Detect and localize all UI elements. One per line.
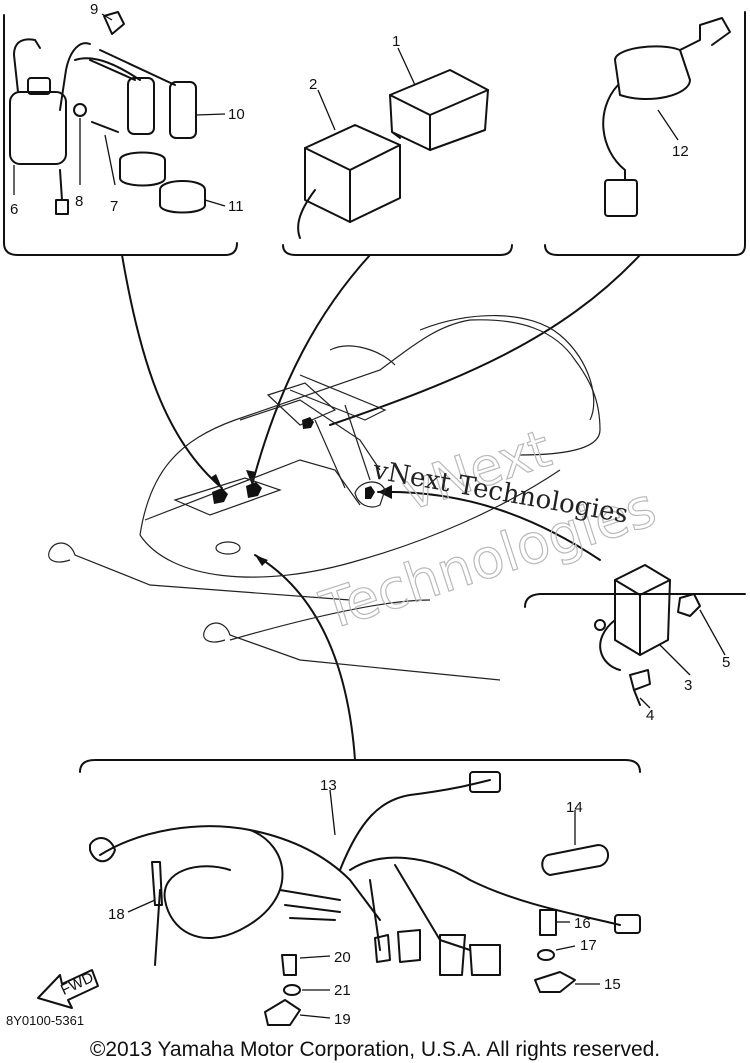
washer-17 [537, 949, 555, 961]
callout-labels: 1 2 3 4 5 6 7 8 9 10 11 12 13 14 15 16 1… [10, 1, 730, 1028]
callout-13: 13 [320, 777, 337, 794]
callout-10: 10 [228, 106, 245, 123]
callout-18: 18 [108, 906, 125, 923]
fwd-label: FWD [58, 969, 96, 999]
snowmobile-outline [48, 314, 601, 681]
cdi-unit [297, 47, 489, 239]
cdi-2 [304, 124, 401, 223]
small-parts [127, 810, 609, 1026]
rectifier-assembly [594, 564, 726, 709]
band-18 [151, 861, 163, 906]
plug-cap-10b [169, 81, 197, 139]
watermark: vNext Technologies vNext Technologies [312, 418, 664, 643]
callout-20: 20 [334, 949, 351, 966]
main-switch [602, 17, 731, 217]
callout-12: 12 [672, 143, 689, 160]
clamp-19 [264, 999, 301, 1026]
callout-15: 15 [604, 976, 621, 993]
drawing-code: 8Y0100-5361 [6, 1013, 85, 1028]
callout-14: 14 [566, 799, 583, 816]
callout-7: 7 [110, 198, 118, 215]
rectifier-3 [614, 564, 671, 656]
inset-brackets [3, 11, 746, 773]
fwd-arrow: FWD [37, 969, 99, 1009]
callout-21: 21 [334, 982, 351, 999]
callout-16: 16 [574, 915, 591, 932]
callout-1: 1 [392, 33, 400, 50]
location-arrows [121, 254, 641, 761]
callout-5: 5 [722, 654, 730, 671]
screw-16 [539, 909, 557, 936]
bolt-4 [629, 669, 651, 706]
callout-17: 17 [580, 937, 597, 954]
callout-8: 8 [75, 193, 83, 210]
nut-21 [283, 984, 301, 996]
wire-harness-13 [89, 771, 641, 976]
plug-cap-10a [127, 77, 155, 135]
clamp-9 [103, 11, 125, 35]
boot-11a [119, 151, 166, 187]
cdi-1 [389, 69, 489, 151]
boot-11b [159, 180, 206, 214]
nut-5 [677, 593, 701, 617]
callout-4: 4 [646, 707, 654, 724]
callout-9: 9 [90, 1, 98, 18]
screw-7 [91, 121, 119, 133]
grommet-14 [541, 844, 609, 876]
callout-19: 19 [334, 1011, 351, 1028]
screw-20 [281, 954, 297, 976]
copyright-notice: ©2013 Yamaha Motor Corporation, U.S.A. A… [89, 1038, 661, 1061]
callout-6: 6 [10, 201, 18, 218]
switch-12 [614, 45, 691, 101]
ignition-coil-6 [9, 91, 67, 165]
clamp-15 [534, 971, 576, 993]
callout-11: 11 [228, 198, 244, 215]
coil-assembly [9, 11, 226, 215]
washer-8 [73, 103, 87, 117]
callout-2: 2 [309, 76, 317, 93]
callout-3: 3 [684, 677, 692, 694]
